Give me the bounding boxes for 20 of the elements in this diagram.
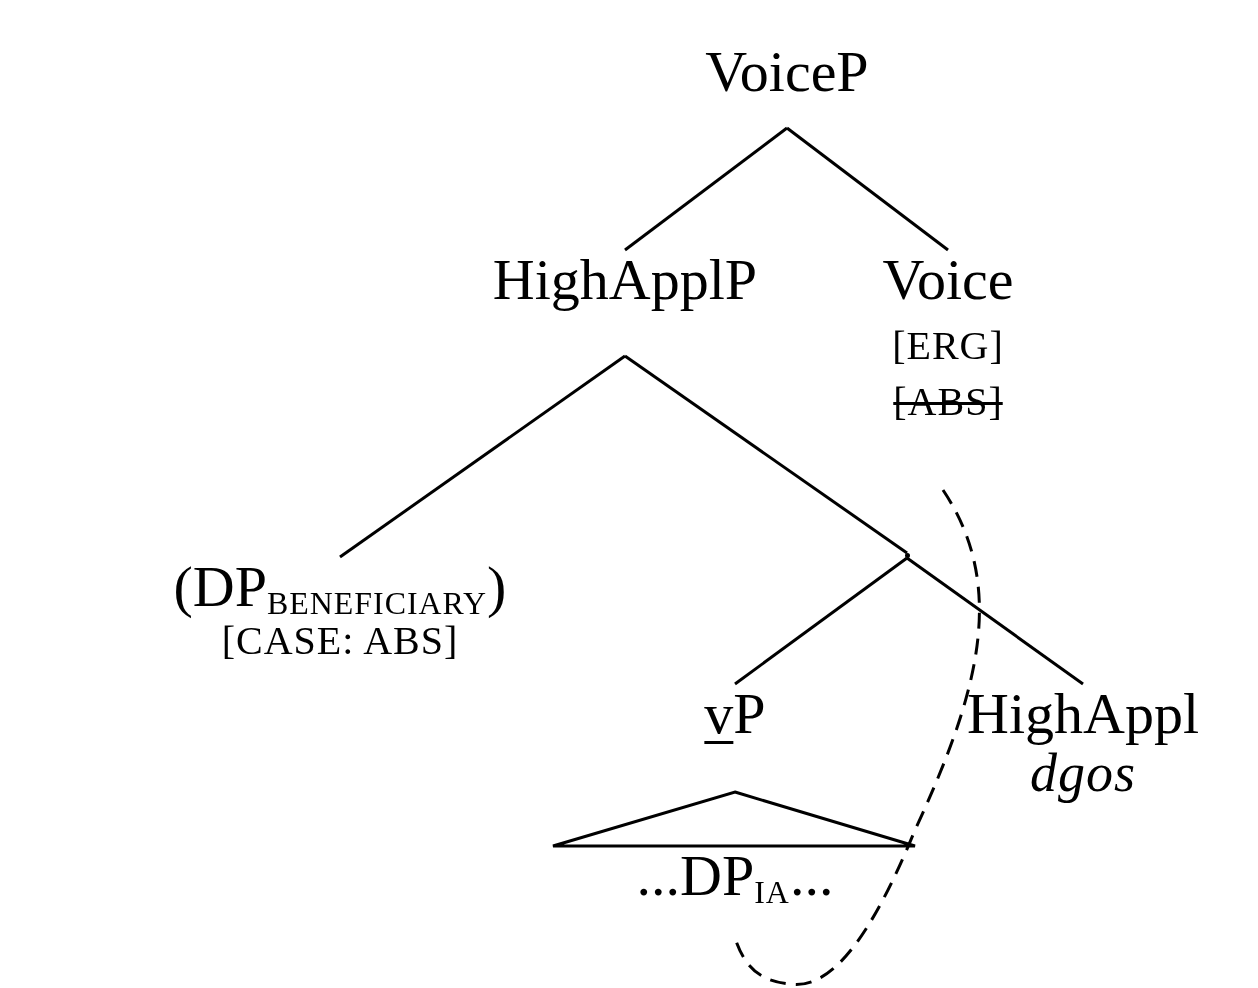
tree-branch	[339, 354, 626, 559]
tree-branch	[906, 556, 1084, 686]
tree-branch	[624, 354, 908, 555]
feature-label: [ABS]	[893, 380, 1003, 423]
dashed-curve	[733, 489, 981, 986]
tree-branch	[624, 126, 788, 252]
triangle-branch	[551, 790, 917, 848]
node-label: vP	[704, 684, 766, 745]
node-label: HighAppl	[967, 684, 1199, 745]
branch-point	[904, 553, 910, 558]
tree-branch	[786, 126, 949, 252]
lexical-item: dgos	[1030, 744, 1136, 802]
node-label: VoiceP	[705, 42, 869, 103]
node-label: Voice	[882, 250, 1014, 311]
feature-label: [ERG]	[892, 324, 1004, 367]
node-label: HighApplP	[492, 250, 758, 311]
feature-label: [CASE: ABS]	[221, 620, 459, 663]
tree-branch	[734, 556, 908, 686]
node-label: (DP$_{BENEFICIARY}$)	[173, 557, 507, 621]
node-label: ...DP$_{IA}$...	[636, 846, 834, 910]
